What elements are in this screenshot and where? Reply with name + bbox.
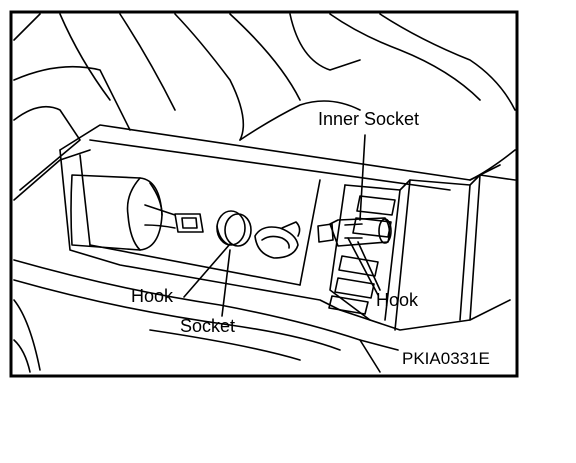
label-inner-socket: Inner Socket [318, 109, 419, 129]
figure-code: PKIA0331E [402, 349, 490, 368]
label-hook-left: Hook [131, 286, 174, 306]
console-drawing [13, 13, 516, 373]
label-hook-right: Hook [376, 290, 419, 310]
label-socket: Socket [180, 316, 235, 336]
figure-frame [9, 10, 519, 378]
